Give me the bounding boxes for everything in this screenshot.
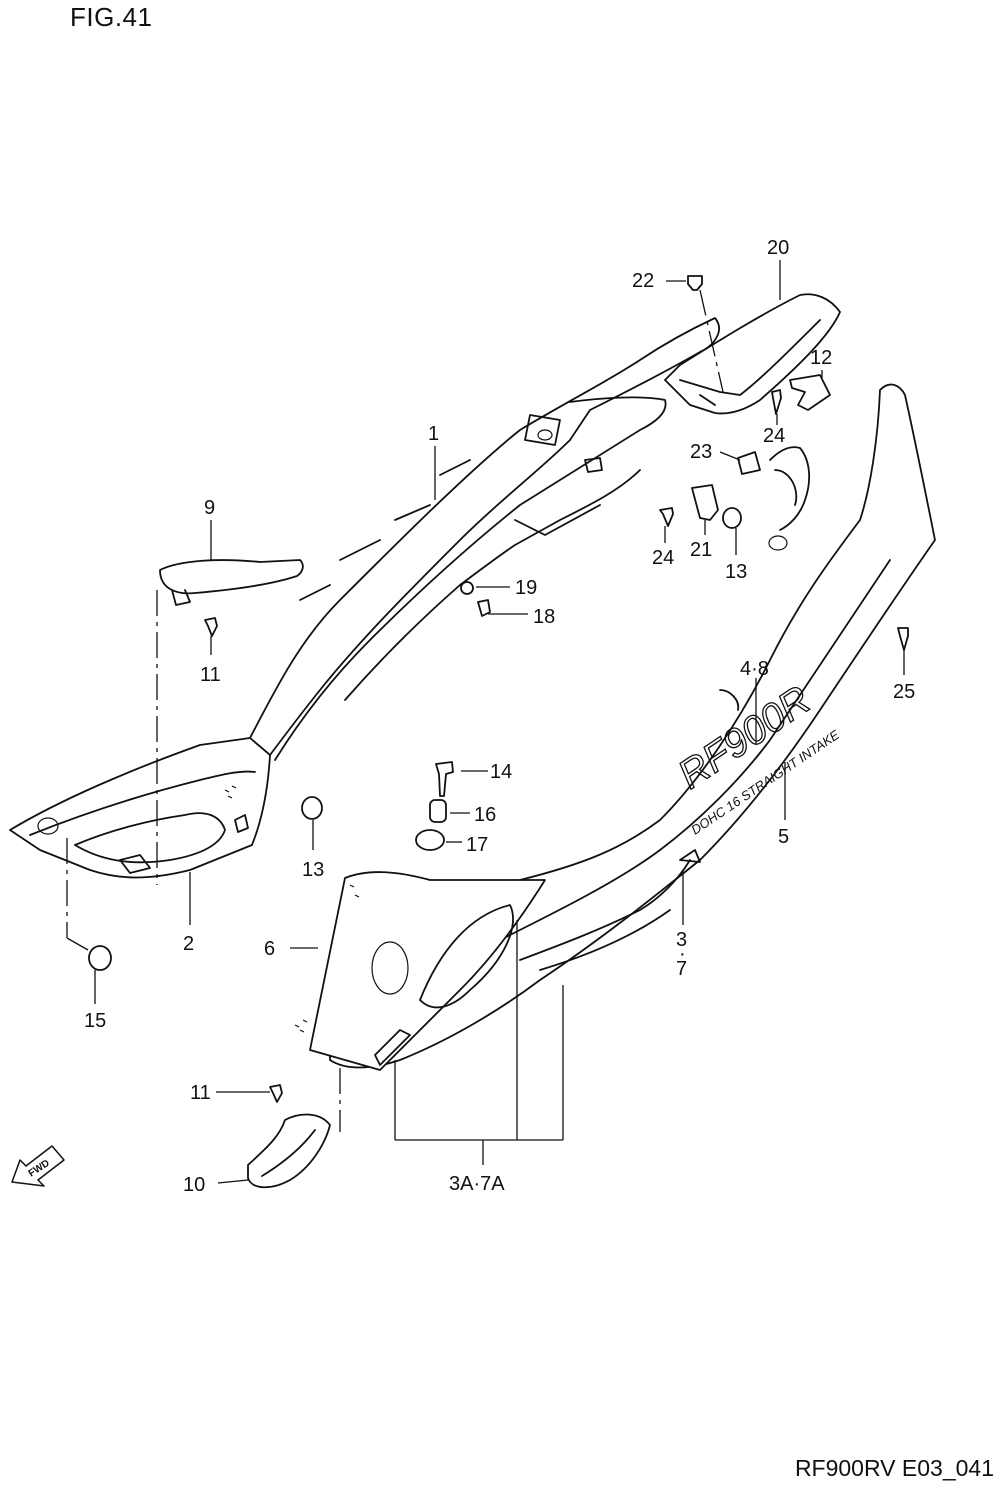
callout-3-dot: ·	[679, 943, 686, 965]
callout-20: 20	[767, 237, 789, 259]
callout-1: 1	[428, 423, 439, 445]
part-10-bracket[interactable]	[247, 1113, 331, 1189]
callout-21: 21	[690, 539, 712, 561]
callout-3a-7a: 3A·7A	[449, 1173, 505, 1195]
part-9-bracket[interactable]	[159, 559, 304, 606]
leader-lines	[66, 260, 905, 1184]
part-19-nut	[460, 581, 474, 595]
callouts: 1 2 3 · 7 3A·7A 4·8 5 6 9 10 11 11 12 13…	[84, 237, 915, 1196]
callout-4-8: 4·8	[740, 658, 769, 680]
callout-9: 9	[204, 497, 215, 519]
callout-24-upper: 24	[763, 425, 785, 447]
part-21-bracket	[691, 484, 719, 521]
part-24-screw-lower	[659, 507, 674, 527]
part-23-clip	[737, 451, 761, 475]
part-14-bolt	[435, 761, 454, 797]
part-17-cushion	[415, 829, 445, 851]
part-11-screw-upper	[204, 617, 218, 637]
callout-11-lower: 11	[190, 1082, 211, 1104]
part-15-grommet	[88, 945, 112, 971]
callout-16: 16	[474, 804, 496, 826]
part-2-tray[interactable]	[9, 737, 271, 879]
part-11-screw-lower	[269, 1084, 283, 1103]
callout-11-upper: 11	[200, 664, 221, 686]
part-13-grommet-upper	[722, 507, 742, 529]
callout-5: 5	[778, 826, 789, 848]
part-13-grommet-lower	[301, 796, 323, 820]
figure-label: FIG.41	[70, 2, 153, 32]
callout-24-lower: 24	[652, 547, 674, 569]
callout-6: 6	[264, 938, 275, 960]
part-3-stripe[interactable]	[519, 849, 701, 971]
callout-12: 12	[810, 347, 832, 369]
callout-14: 14	[490, 761, 512, 783]
callout-17: 17	[466, 834, 488, 856]
callout-2: 2	[183, 933, 194, 955]
part-16-collar	[429, 799, 447, 823]
callout-22: 22	[632, 270, 654, 292]
callout-15: 15	[84, 1010, 106, 1032]
hardware	[88, 275, 909, 1103]
part-1-frame[interactable]	[249, 317, 720, 761]
callout-7: 7	[676, 958, 687, 980]
part-18-screw	[477, 599, 491, 617]
part-25-screw	[897, 627, 909, 651]
part-24-screw-upper	[771, 389, 782, 415]
callout-25: 25	[893, 681, 915, 703]
fwd-arrow-icon: FWD	[11, 1145, 65, 1187]
callout-3: 3	[676, 929, 687, 951]
part-22-bolt	[687, 275, 703, 291]
callout-23: 23	[690, 441, 712, 463]
part-6-front-panel[interactable]	[294, 871, 546, 1071]
callout-13-lower: 13	[302, 859, 324, 881]
part-12-bracket	[789, 374, 831, 411]
callout-19: 19	[515, 577, 537, 599]
callout-13-upper: 13	[725, 561, 747, 583]
callout-10: 10	[183, 1174, 205, 1196]
callout-18: 18	[533, 606, 555, 628]
part-20-tail-cover[interactable]	[664, 293, 841, 415]
diagram-code: RF900RV E03_041	[794, 1455, 994, 1481]
